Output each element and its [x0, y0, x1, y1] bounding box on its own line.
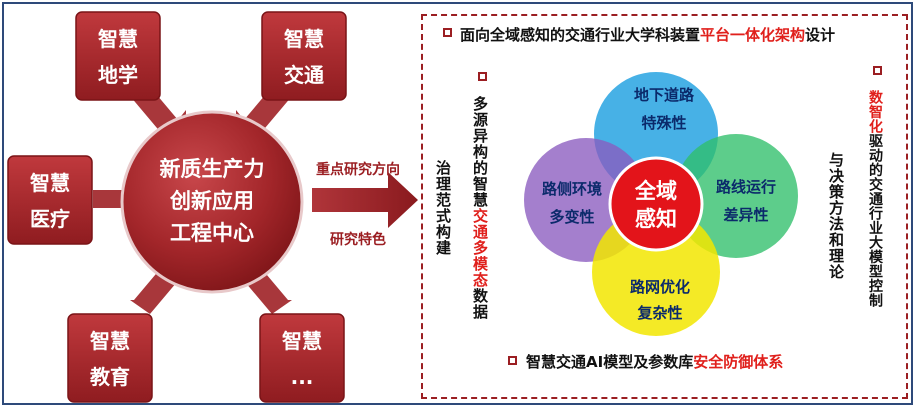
- bottom-title: 智慧交通AI模型及参数库安全防御体系: [526, 351, 783, 372]
- bullet-right-col: [873, 66, 882, 75]
- center-hub: 新质生产力 创新应用 工程中心: [120, 110, 304, 294]
- venn-top-line1: 地下道路: [634, 86, 695, 104]
- satellite-geo-line2: 地学: [98, 63, 138, 87]
- right-panel-frame: [421, 14, 908, 399]
- top-title: 面向全域感知的交通行业大学科装置平台一体化架构设计: [460, 24, 835, 45]
- right-col1: 与决策方法和理论: [827, 152, 845, 280]
- venn-right-line1: 路线运行: [716, 178, 776, 196]
- satellite-medical-line2: 医疗: [30, 207, 70, 231]
- center-hub-line1: 新质生产力: [160, 157, 265, 181]
- venn-petal-bottom: [592, 208, 720, 336]
- bullet-bottom-title: [508, 356, 517, 365]
- satellite-education: 智慧 教育: [67, 313, 153, 403]
- venn-left-line2: 多变性: [549, 208, 594, 226]
- left-col2-suffix: 数据: [471, 288, 489, 320]
- arrow-label-bottom: 研究特色: [330, 231, 386, 248]
- satellite-more: 智慧 ...: [259, 313, 345, 403]
- left-col2: 多源异构的智慧交通多模态数据: [471, 96, 489, 320]
- satellite-more-line1: 智慧: [282, 329, 322, 353]
- satellite-geo-line1: 智慧: [98, 27, 138, 51]
- satellite-traffic-line2: 交通: [284, 63, 324, 87]
- venn-right-line2: 差异性: [723, 206, 768, 224]
- left-col2-prefix: 多源异构的智慧: [471, 96, 489, 208]
- venn-center-line1: 全域: [634, 179, 677, 203]
- arrow-main-right: [312, 172, 418, 228]
- satellite-medical: 智慧 医疗: [7, 155, 93, 245]
- venn-center-line2: 感知: [635, 207, 677, 231]
- arrow-label-top: 重点研究方向: [316, 161, 400, 178]
- bottom-title-prefix: 智慧交通AI模型及参数库: [526, 353, 694, 371]
- satellite-education-line1: 智慧: [90, 329, 130, 353]
- left-col2-highlight: 交通多模态: [471, 208, 489, 288]
- center-hub-line3: 工程中心: [170, 221, 254, 245]
- venn-center: [608, 156, 704, 252]
- venn-left-line1: 路侧环境: [542, 180, 602, 198]
- venn-petal-right: [674, 134, 798, 258]
- venn-top-line2: 特殊性: [641, 114, 686, 132]
- right-col2: 数智化驱动的交通行业大模型控制: [867, 90, 883, 308]
- right-col2-suffix: 驱动的交通行业大模型控制: [867, 133, 883, 308]
- left-col1: 治理范式构建: [434, 160, 452, 256]
- satellite-medical-line1: 智慧: [30, 171, 70, 195]
- satellite-traffic-line1: 智慧: [284, 27, 324, 51]
- satellite-more-line2: ...: [291, 365, 314, 389]
- bottom-title-highlight: 安全防御体系: [693, 353, 784, 371]
- right-col2-highlight: 数智化: [867, 90, 883, 134]
- center-hub-line2: 创新应用: [169, 189, 254, 213]
- satellite-traffic: 智慧 交通: [261, 11, 347, 101]
- venn-bottom-line1: 路网优化: [630, 278, 690, 296]
- venn-bottom-line2: 复杂性: [636, 304, 682, 322]
- bullet-left-col: [478, 72, 487, 81]
- bullet-top-title: [443, 28, 452, 37]
- satellite-education-line2: 教育: [90, 365, 130, 389]
- top-title-highlight: 平台一体化架构: [700, 26, 806, 44]
- top-title-prefix: 面向全域感知的交通行业大学科装置: [460, 26, 701, 44]
- outer-frame: [2, 2, 913, 405]
- top-title-suffix: 设计: [805, 26, 836, 44]
- venn-diagram: 地下道路 特殊性 路侧环境 多变性 路线运行 差异性 路网优化 复杂性 全域 感…: [524, 72, 798, 336]
- satellite-geo: 智慧 地学: [75, 11, 161, 101]
